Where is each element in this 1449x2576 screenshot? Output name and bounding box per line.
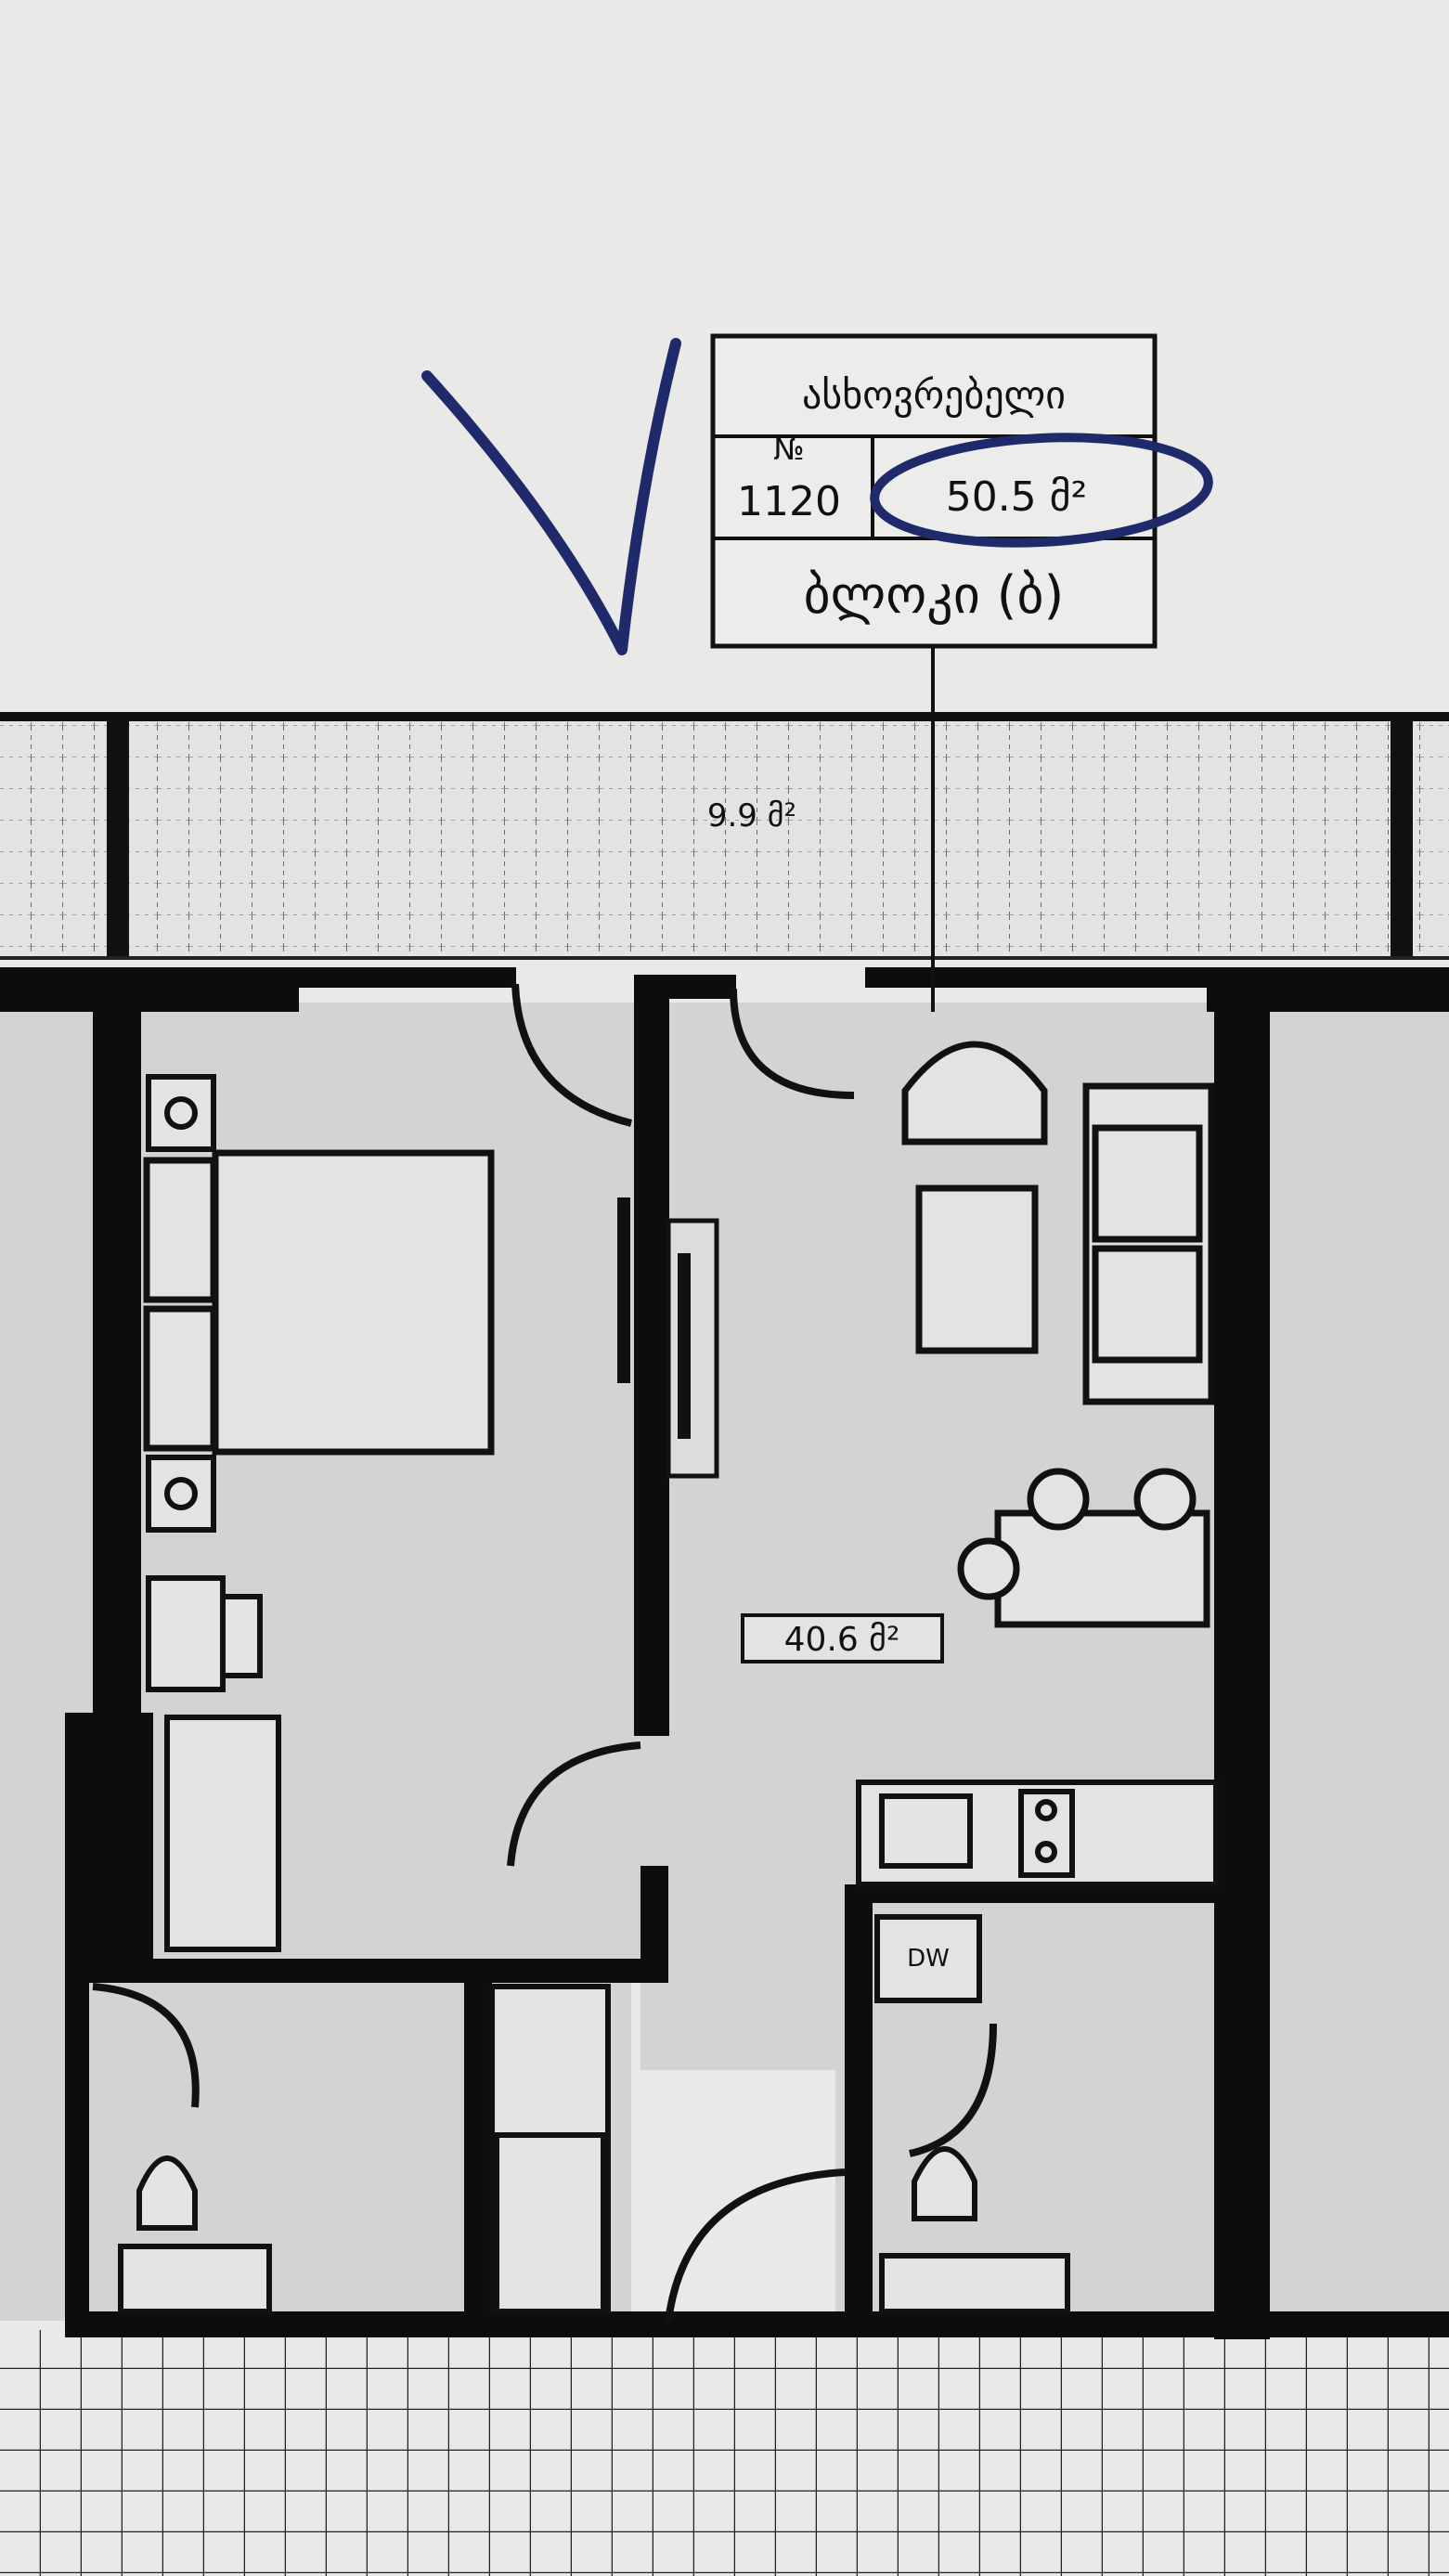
info-number-label: № <box>773 432 804 467</box>
desk <box>146 1575 281 1952</box>
kitchen-counter <box>856 1780 1219 1887</box>
doors <box>92 983 997 2322</box>
shower <box>489 1984 611 2314</box>
walls <box>0 967 1449 2339</box>
living-area-tag: 40.6 მ² <box>741 1613 944 1663</box>
dishwasher-label: DW <box>907 1945 950 1973</box>
wardrobe <box>617 1197 719 1479</box>
corridor-tiles <box>0 2330 1449 2576</box>
nightstands <box>146 1074 216 1533</box>
balcony <box>0 712 1449 960</box>
apartment-area: 50.5 მ² <box>946 473 1088 521</box>
sofa <box>1082 1082 1215 1405</box>
dining-table <box>957 1468 1210 1628</box>
handwritten-checkmark <box>421 338 681 655</box>
dishwasher: DW <box>874 1914 982 2003</box>
apartment-number: 1120 <box>737 478 841 525</box>
toilet-right <box>879 2146 1070 2314</box>
living-area-label: 40.6 მ² <box>784 1621 900 1659</box>
balcony-area-label: 9.9 მ² <box>707 797 796 835</box>
armchair <box>901 1041 1048 1354</box>
bed <box>143 1149 495 1456</box>
toilet-left <box>118 2155 272 2314</box>
apartment-type: ბლოკი (ბ) <box>804 565 1065 626</box>
apartment-info-box: ასხოვრებელი № 1120 50.5 მ² ბლოკი (ბ) <box>710 333 1158 649</box>
info-heading: ასხოვრებელი <box>802 372 1066 418</box>
handwritten-circle <box>870 433 1213 548</box>
